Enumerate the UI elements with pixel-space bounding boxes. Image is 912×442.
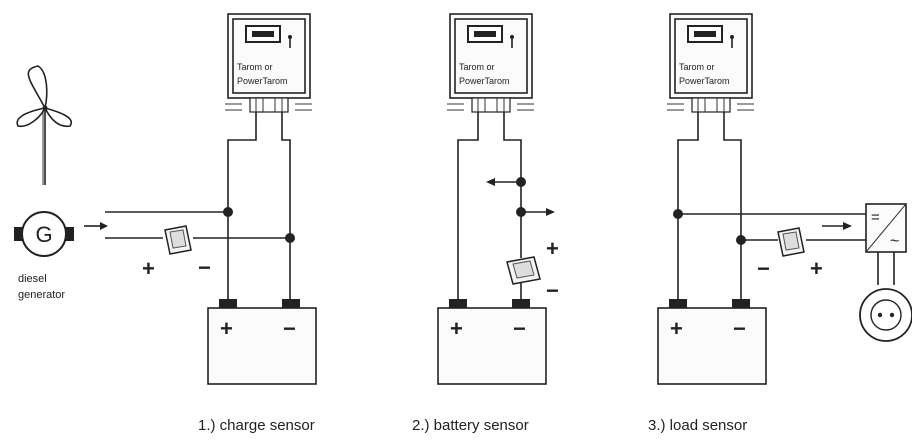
- controller-label-line2: PowerTarom: [679, 76, 730, 86]
- battery-3-minus: −: [733, 316, 746, 341]
- battery-controller-box: Tarom or PowerTarom: [447, 13, 534, 113]
- caption-battery-sensor: 2.) battery sensor: [412, 417, 529, 434]
- controller-label-line1: Tarom or: [459, 62, 495, 72]
- battery-1: + −: [207, 299, 317, 385]
- generator-label-line2: generator: [18, 289, 65, 301]
- battery-2-minus: −: [513, 316, 526, 341]
- battery-sensor-minus: −: [546, 278, 559, 303]
- battery-sensor-plus: +: [546, 236, 559, 261]
- controller-label-line2: PowerTarom: [237, 76, 288, 86]
- panel-charge-sensor: Tarom or PowerTarom + −: [105, 13, 317, 434]
- load-sensor-minus: −: [757, 256, 770, 281]
- inverter-icon: = ~: [865, 203, 907, 285]
- battery-1-plus: +: [220, 316, 233, 341]
- charge-controller-box: Tarom or PowerTarom: [225, 13, 312, 113]
- load-sensor-icon: [777, 227, 805, 257]
- battery-2-plus: +: [450, 316, 463, 341]
- battery-1-minus: −: [283, 316, 296, 341]
- wind-turbine-icon: [16, 65, 73, 185]
- generator-label-line1: diesel: [18, 273, 47, 285]
- panel-load-sensor: Tarom or PowerTarom − +: [648, 13, 912, 434]
- diesel-generator-icon: G: [14, 211, 108, 257]
- battery-3-plus: +: [670, 316, 683, 341]
- inverter-ac-symbol: ~: [890, 233, 899, 250]
- charge-sensor-icon: [164, 225, 192, 255]
- load-controller-box: Tarom or PowerTarom: [667, 13, 754, 113]
- generator-symbol: G: [35, 222, 52, 247]
- panel-battery-sensor: Tarom or PowerTarom + −: [412, 13, 559, 434]
- battery-3: + −: [657, 299, 767, 385]
- battery-2: + −: [437, 299, 547, 385]
- caption-load-sensor: 3.) load sensor: [648, 417, 747, 434]
- battery-sensor-icon: [506, 256, 541, 285]
- charge-sensor-minus: −: [198, 255, 211, 280]
- controller-label-line1: Tarom or: [237, 62, 273, 72]
- controller-label-line2: PowerTarom: [459, 76, 510, 86]
- inverter-dc-symbol: =: [871, 209, 880, 226]
- charge-sensor-plus: +: [142, 256, 155, 281]
- caption-charge-sensor: 1.) charge sensor: [198, 417, 315, 434]
- load-sensor-plus: +: [810, 256, 823, 281]
- controller-label-line1: Tarom or: [679, 62, 715, 72]
- power-socket-icon: [859, 288, 912, 342]
